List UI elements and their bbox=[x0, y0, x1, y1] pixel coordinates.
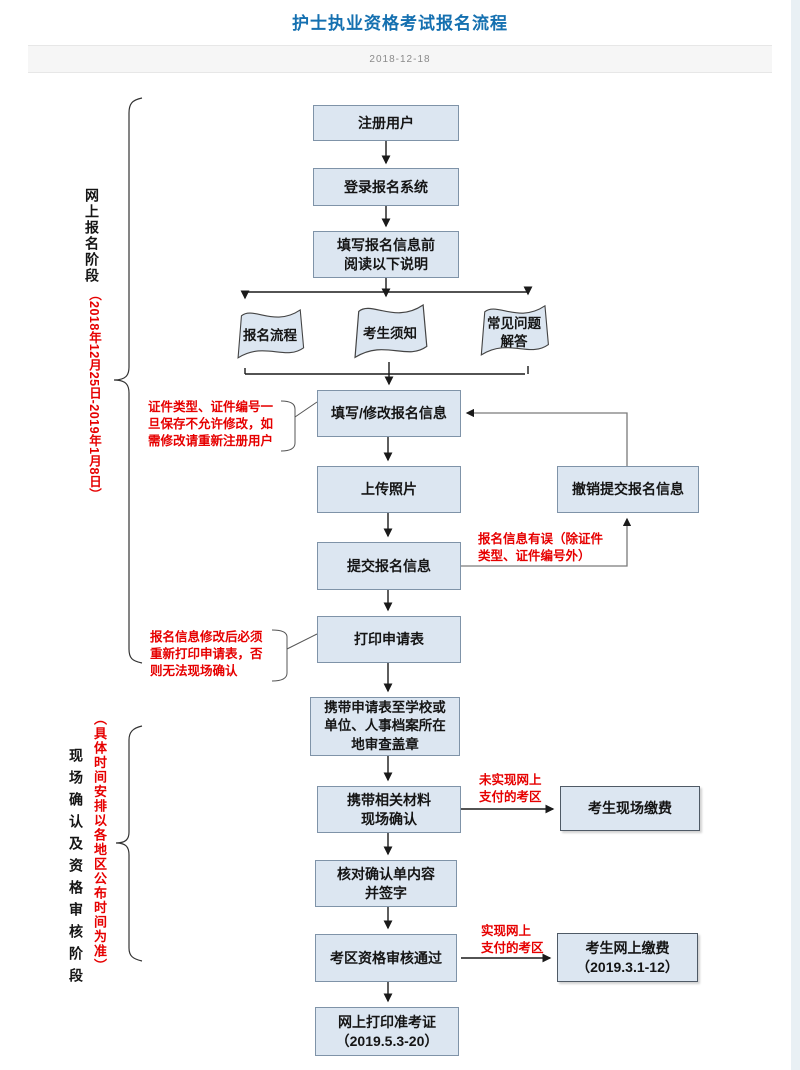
wavy-document-icon bbox=[354, 303, 428, 359]
note-certificate-warning: 证件类型、证件编号一 旦保存不允许修改，如 需修改请重新注册用户 bbox=[148, 400, 274, 448]
flow-step-submit-info: 提交报名信息 bbox=[317, 542, 461, 590]
document-label-notice: 考生须知 bbox=[363, 325, 417, 341]
flow-step-audit-pass: 考区资格审核通过 bbox=[315, 934, 457, 982]
stage-onsite-label: 现场确认及资格审核阶段 bbox=[68, 748, 84, 990]
flow-step-check-sign: 核对确认单内容 并签字 bbox=[315, 860, 457, 907]
date-strip: 2018-12-18 bbox=[28, 45, 772, 73]
note-reprint-warning: 报名信息修改后必须 重新打印申请表，否 则无法现场确认 bbox=[150, 630, 263, 678]
wavy-document-icon bbox=[480, 304, 549, 356]
flow-step-cancel-submit: 撤销提交报名信息 bbox=[557, 466, 699, 513]
flow-step-fill-modify: 填写/修改报名信息 bbox=[317, 390, 461, 437]
note-wrong-info: 报名信息有误（除证件 类型、证件编号外） bbox=[478, 532, 604, 563]
flow-step-print-ticket: 网上打印准考证 （2019.5.3-20） bbox=[315, 1007, 459, 1056]
note-online-pay-area: 实现网上 支付的考区 bbox=[481, 924, 544, 955]
flow-step-stamp-form: 携带申请表至学校或 单位、人事档案所在 地审查盖章 bbox=[310, 697, 460, 756]
flow-step-onsite-pay: 考生现场缴费 bbox=[560, 786, 700, 831]
stage-online-period: （2018年12月25日-2019年1月8日） bbox=[87, 288, 101, 501]
document-shape-notice: 考生须知 bbox=[344, 299, 436, 368]
stage-online-label: 网上报名阶段 bbox=[84, 188, 100, 284]
note-offline-pay-area: 未实现网上 支付的考区 bbox=[479, 773, 542, 804]
flow-step-read-notice: 填写报名信息前 阅读以下说明 bbox=[313, 231, 459, 278]
document-label-faq: 常见问题 解答 bbox=[487, 315, 541, 349]
flow-step-login: 登录报名系统 bbox=[313, 168, 459, 206]
flow-step-onsite-confirm: 携带相关材料 现场确认 bbox=[317, 786, 461, 833]
flow-step-upload-photo: 上传照片 bbox=[317, 466, 461, 513]
wavy-document-icon bbox=[237, 308, 305, 359]
document-label-flow: 报名流程 bbox=[243, 328, 297, 344]
document-shape-faq: 常见问题 解答 bbox=[471, 297, 557, 368]
document-shape-flow: 报名流程 bbox=[228, 302, 312, 370]
stage-onsite-period: （具体时间安排以各地区公布时间为准） bbox=[92, 712, 107, 973]
scrollbar-track[interactable] bbox=[791, 0, 800, 1070]
flow-step-register: 注册用户 bbox=[313, 105, 459, 141]
publish-date: 2018-12-18 bbox=[369, 53, 431, 65]
flow-step-print-form: 打印申请表 bbox=[317, 616, 461, 663]
flow-step-online-pay: 考生网上缴费 （2019.3.1-12） bbox=[557, 933, 698, 982]
page-title: 护士执业资格考试报名流程 bbox=[292, 14, 508, 33]
